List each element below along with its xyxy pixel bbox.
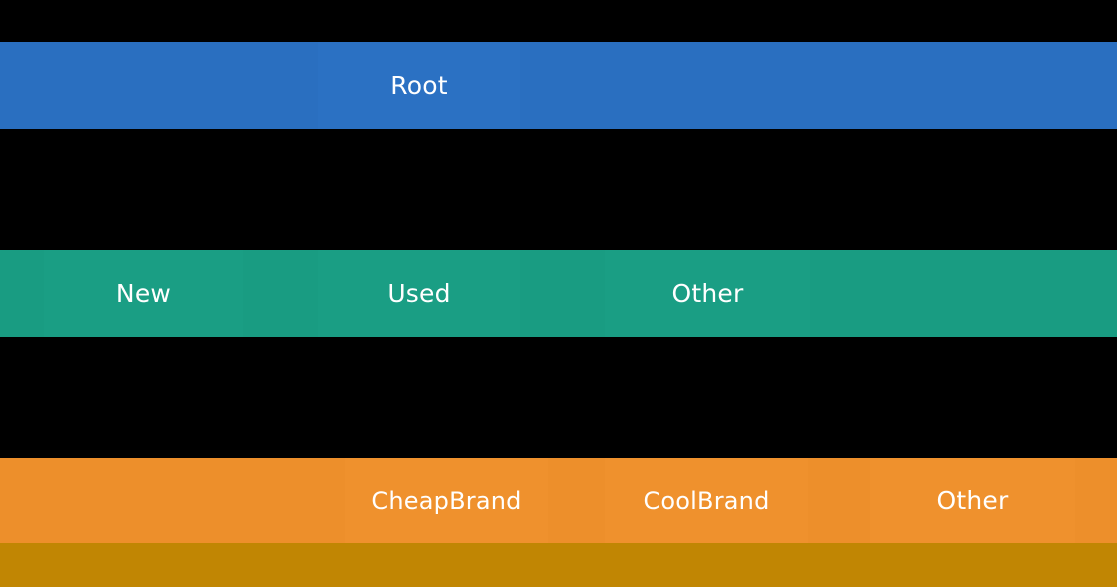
icicle-node-label: CheapBrand	[371, 486, 522, 515]
icicle-node-new[interactable]: New	[44, 250, 243, 337]
icicle-node-filler[interactable]	[0, 42, 318, 129]
icicle-node-label: Other	[671, 279, 744, 308]
icicle-node-filler[interactable]	[243, 250, 318, 337]
icicle-node-root[interactable]: Root	[318, 42, 520, 129]
icicle-node-filler[interactable]	[548, 458, 605, 543]
icicle-level-leaf	[0, 543, 1117, 587]
icicle-node-filler[interactable]	[0, 250, 44, 337]
icicle-node-used[interactable]: Used	[318, 250, 520, 337]
icicle-node-filler[interactable]	[520, 250, 605, 337]
icicle-node-label: Used	[387, 279, 451, 308]
icicle-level-root: Root	[0, 42, 1117, 129]
icicle-node-coolbrand[interactable]: CoolBrand	[605, 458, 808, 543]
icicle-node-filler[interactable]	[808, 458, 870, 543]
icicle-node-label: CoolBrand	[643, 486, 770, 515]
icicle-node-filler[interactable]	[1075, 458, 1117, 543]
icicle-node-filler[interactable]	[0, 458, 345, 543]
icicle-node-other[interactable]: Other	[870, 458, 1075, 543]
icicle-node-label: New	[115, 279, 172, 308]
icicle-node-label: Other	[936, 486, 1009, 515]
icicle-node-filler[interactable]	[0, 543, 1117, 587]
icicle-node-filler[interactable]	[810, 250, 1117, 337]
icicle-level-condition: New Used Other	[0, 250, 1117, 337]
icicle-level-brand: CheapBrand CoolBrand Other	[0, 458, 1117, 543]
icicle-node-filler[interactable]	[520, 42, 1117, 129]
icicle-node-label: Root	[390, 71, 448, 100]
icicle-node-other[interactable]: Other	[605, 250, 810, 337]
icicle-node-cheapbrand[interactable]: CheapBrand	[345, 458, 548, 543]
